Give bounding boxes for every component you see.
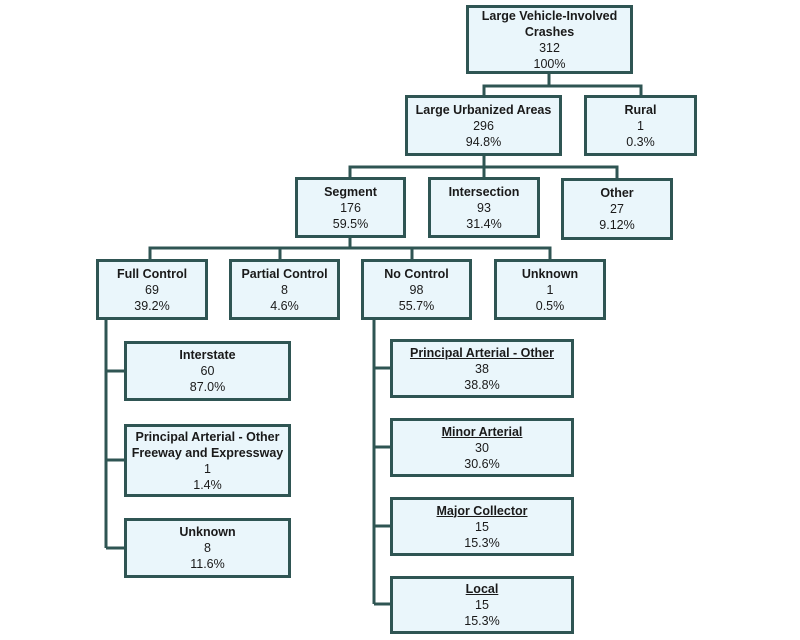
- node-unknown-full-control: Unknown 8 11.6%: [124, 518, 291, 578]
- node-label: Rural: [624, 102, 657, 117]
- node-percent: 38.8%: [464, 377, 500, 392]
- node-percent: 55.7%: [398, 298, 435, 313]
- node-count: 98: [409, 282, 424, 297]
- node-no-control: No Control 98 55.7%: [361, 259, 472, 320]
- node-label: Interstate: [179, 348, 236, 362]
- node-count: 176: [340, 200, 361, 215]
- node-partial-control: Partial Control 8 4.6%: [229, 259, 340, 320]
- connector-urban-segment: [348, 155, 486, 177]
- node-label: Full Control: [116, 266, 188, 281]
- node-percent: 59.5%: [332, 216, 369, 231]
- node-count: 38: [475, 361, 489, 376]
- node-count: 8: [281, 282, 288, 297]
- node-segment: Segment 176 59.5%: [295, 177, 406, 238]
- node-label: Unknown: [179, 525, 236, 539]
- node-percent: 0.3%: [626, 134, 655, 149]
- node-percent: 9.12%: [599, 218, 635, 232]
- node-label: Intersection: [448, 184, 520, 199]
- node-principal-arterial-other: Principal Arterial - Other 38 38.8%: [390, 339, 574, 398]
- node-other: Other 27 9.12%: [561, 178, 673, 240]
- connector-urban-other: [484, 165, 619, 178]
- node-count: 93: [477, 200, 491, 215]
- node-count: 69: [145, 282, 159, 297]
- node-local: Local 15 15.3%: [390, 576, 574, 634]
- node-percent: 11.6%: [190, 557, 225, 571]
- node-percent: 30.6%: [464, 456, 500, 471]
- node-label: Principal Arterial - Other: [409, 345, 555, 360]
- connector-segment-nocontrol: [350, 246, 414, 259]
- node-label: Segment: [324, 184, 377, 199]
- connector-root-rural: [549, 84, 643, 95]
- node-label: Other: [600, 186, 634, 200]
- node-count: 8: [204, 541, 211, 555]
- node-count: 1: [637, 118, 644, 133]
- connector-root-urban: [482, 73, 551, 95]
- node-percent: 39.2%: [134, 298, 170, 313]
- node-full-control: Full Control 69 39.2%: [96, 259, 208, 320]
- node-count: 1: [204, 461, 211, 476]
- node-count: 15: [475, 519, 489, 534]
- node-count: 27: [610, 202, 624, 216]
- node-percent: 100%: [533, 56, 566, 71]
- node-label: No Control: [384, 266, 449, 281]
- node-label: Large Urbanized Areas: [415, 102, 552, 117]
- node-count: 30: [475, 440, 489, 455]
- node-count: 1: [546, 282, 554, 297]
- node-percent: 87.0%: [189, 380, 226, 394]
- node-count: 15: [475, 598, 489, 612]
- node-label: Principal Arterial - Other Freeway and E…: [131, 429, 284, 460]
- node-label: Partial Control: [241, 266, 328, 281]
- node-label: Large Vehicle-Involved Crashes: [481, 8, 618, 39]
- node-count: 296: [473, 118, 494, 133]
- node-label: Unknown: [521, 266, 579, 281]
- node-minor-arterial: Minor Arterial 30 30.6%: [390, 418, 574, 477]
- node-percent: 1.4%: [193, 477, 222, 492]
- node-large-urbanized-areas: Large Urbanized Areas 296 94.8%: [405, 95, 562, 156]
- node-percent: 15.3%: [464, 535, 500, 550]
- node-percent: 94.8%: [465, 134, 502, 149]
- node-label: Major Collector: [436, 503, 528, 518]
- node-label: Minor Arterial: [441, 424, 523, 439]
- connector-segment-full: [148, 237, 352, 259]
- node-percent: 31.4%: [466, 216, 502, 231]
- node-principal-arterial-other-freeway: Principal Arterial - Other Freeway and E…: [124, 424, 291, 497]
- node-count: 60: [200, 364, 215, 378]
- node-unknown-level4: Unknown 1 0.5%: [494, 259, 606, 320]
- node-rural: Rural 1 0.3%: [584, 95, 697, 156]
- node-intersection: Intersection 93 31.4%: [428, 177, 540, 238]
- node-percent: 15.3%: [464, 614, 500, 628]
- node-interstate: Interstate 60 87.0%: [124, 341, 291, 401]
- node-label: Local: [465, 582, 499, 596]
- node-percent: 4.6%: [270, 298, 299, 313]
- node-root: Large Vehicle-Involved Crashes 312 100%: [466, 5, 633, 74]
- connector-segment-unknown: [412, 246, 552, 259]
- node-count: 312: [539, 40, 560, 55]
- node-major-collector: Major Collector 15 15.3%: [390, 497, 574, 556]
- node-percent: 0.5%: [535, 298, 565, 313]
